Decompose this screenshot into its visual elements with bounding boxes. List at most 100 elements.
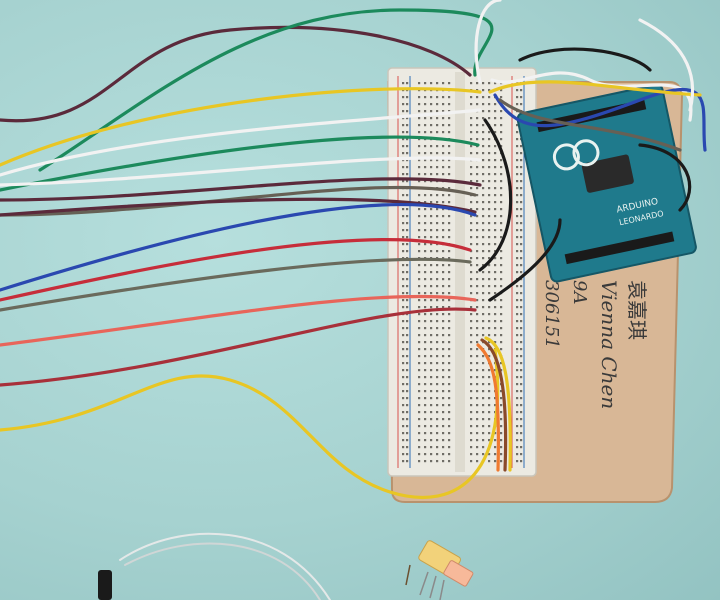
breadboard-hole — [516, 362, 519, 365]
breadboard-hole — [430, 236, 433, 239]
breadboard-hole — [520, 362, 523, 365]
breadboard-hole — [482, 390, 485, 393]
breadboard-hole — [418, 229, 421, 232]
breadboard-hole — [516, 187, 519, 190]
breadboard-hole — [494, 215, 497, 218]
breadboard-hole — [500, 460, 503, 463]
breadboard-hole — [476, 201, 479, 204]
breadboard-hole — [402, 180, 405, 183]
breadboard-hole — [488, 103, 491, 106]
breadboard-hole — [482, 89, 485, 92]
breadboard-hole — [488, 271, 491, 274]
breadboard-hole — [516, 460, 519, 463]
breadboard-hole — [424, 131, 427, 134]
breadboard-hole — [418, 341, 421, 344]
breadboard-hole — [430, 152, 433, 155]
breadboard-hole — [402, 439, 405, 442]
breadboard-hole — [430, 229, 433, 232]
breadboard-hole — [488, 355, 491, 358]
breadboard-hole — [442, 313, 445, 316]
breadboard-hole — [488, 96, 491, 99]
breadboard-hole — [470, 173, 473, 176]
breadboard-hole — [402, 362, 405, 365]
breadboard-hole — [418, 159, 421, 162]
breadboard-hole — [488, 257, 491, 260]
breadboard-hole — [442, 264, 445, 267]
breadboard-hole — [488, 439, 491, 442]
breadboard-hole — [402, 369, 405, 372]
breadboard-hole — [448, 306, 451, 309]
breadboard-hole — [430, 397, 433, 400]
breadboard-hole — [516, 271, 519, 274]
breadboard-hole — [476, 460, 479, 463]
arduino-logo-icon — [552, 143, 580, 171]
breadboard-hole — [424, 208, 427, 211]
breadboard-hole — [520, 222, 523, 225]
breadboard-hole — [436, 411, 439, 414]
breadboard-hole — [470, 201, 473, 204]
breadboard-hole — [520, 243, 523, 246]
breadboard-hole — [476, 376, 479, 379]
breadboard-hole — [448, 264, 451, 267]
breadboard-hole — [470, 425, 473, 428]
breadboard-hole — [402, 348, 405, 351]
breadboard-hole — [500, 264, 503, 267]
breadboard-hole — [520, 432, 523, 435]
breadboard-hole — [448, 334, 451, 337]
breadboard-hole — [442, 348, 445, 351]
breadboard-hole — [402, 159, 405, 162]
breadboard-hole — [402, 96, 405, 99]
breadboard-hole — [436, 194, 439, 197]
breadboard-hole — [424, 327, 427, 330]
breadboard-hole — [424, 166, 427, 169]
breadboard-hole — [494, 278, 497, 281]
breadboard-hole — [436, 124, 439, 127]
breadboard-hole — [430, 117, 433, 120]
breadboard-hole — [402, 460, 405, 463]
breadboard-hole — [442, 369, 445, 372]
breadboard-hole — [406, 453, 409, 456]
breadboard-hole — [520, 285, 523, 288]
breadboard-hole — [500, 187, 503, 190]
breadboard-hole — [488, 278, 491, 281]
breadboard-hole — [520, 390, 523, 393]
breadboard-hole — [494, 180, 497, 183]
breadboard-hole — [436, 103, 439, 106]
breadboard-hole — [482, 243, 485, 246]
breadboard-hole — [406, 334, 409, 337]
breadboard-hole — [470, 124, 473, 127]
breadboard-hole — [516, 180, 519, 183]
breadboard-hole — [470, 222, 473, 225]
breadboard-hole — [482, 152, 485, 155]
breadboard-hole — [424, 460, 427, 463]
breadboard-hole — [424, 362, 427, 365]
breadboard-hole — [448, 292, 451, 295]
breadboard-hole — [500, 201, 503, 204]
breadboard-hole — [424, 369, 427, 372]
breadboard-hole — [500, 110, 503, 113]
breadboard-hole — [436, 306, 439, 309]
breadboard-hole — [516, 334, 519, 337]
breadboard-hole — [488, 306, 491, 309]
breadboard-hole — [402, 327, 405, 330]
breadboard-hole — [500, 439, 503, 442]
breadboard-hole — [406, 292, 409, 295]
breadboard-hole — [476, 124, 479, 127]
breadboard-hole — [476, 397, 479, 400]
breadboard-hole — [424, 173, 427, 176]
breadboard-hole — [476, 411, 479, 414]
breadboard-hole — [500, 390, 503, 393]
breadboard-hole — [520, 404, 523, 407]
breadboard-hole — [476, 243, 479, 246]
breadboard-hole — [406, 432, 409, 435]
breadboard-hole — [424, 418, 427, 421]
breadboard-hole — [442, 390, 445, 393]
breadboard-hole — [494, 327, 497, 330]
breadboard-hole — [470, 264, 473, 267]
breadboard-hole — [418, 306, 421, 309]
breadboard-hole — [488, 341, 491, 344]
breadboard-hole — [520, 194, 523, 197]
breadboard-hole — [500, 327, 503, 330]
breadboard-hole — [406, 117, 409, 120]
breadboard-hole — [406, 229, 409, 232]
